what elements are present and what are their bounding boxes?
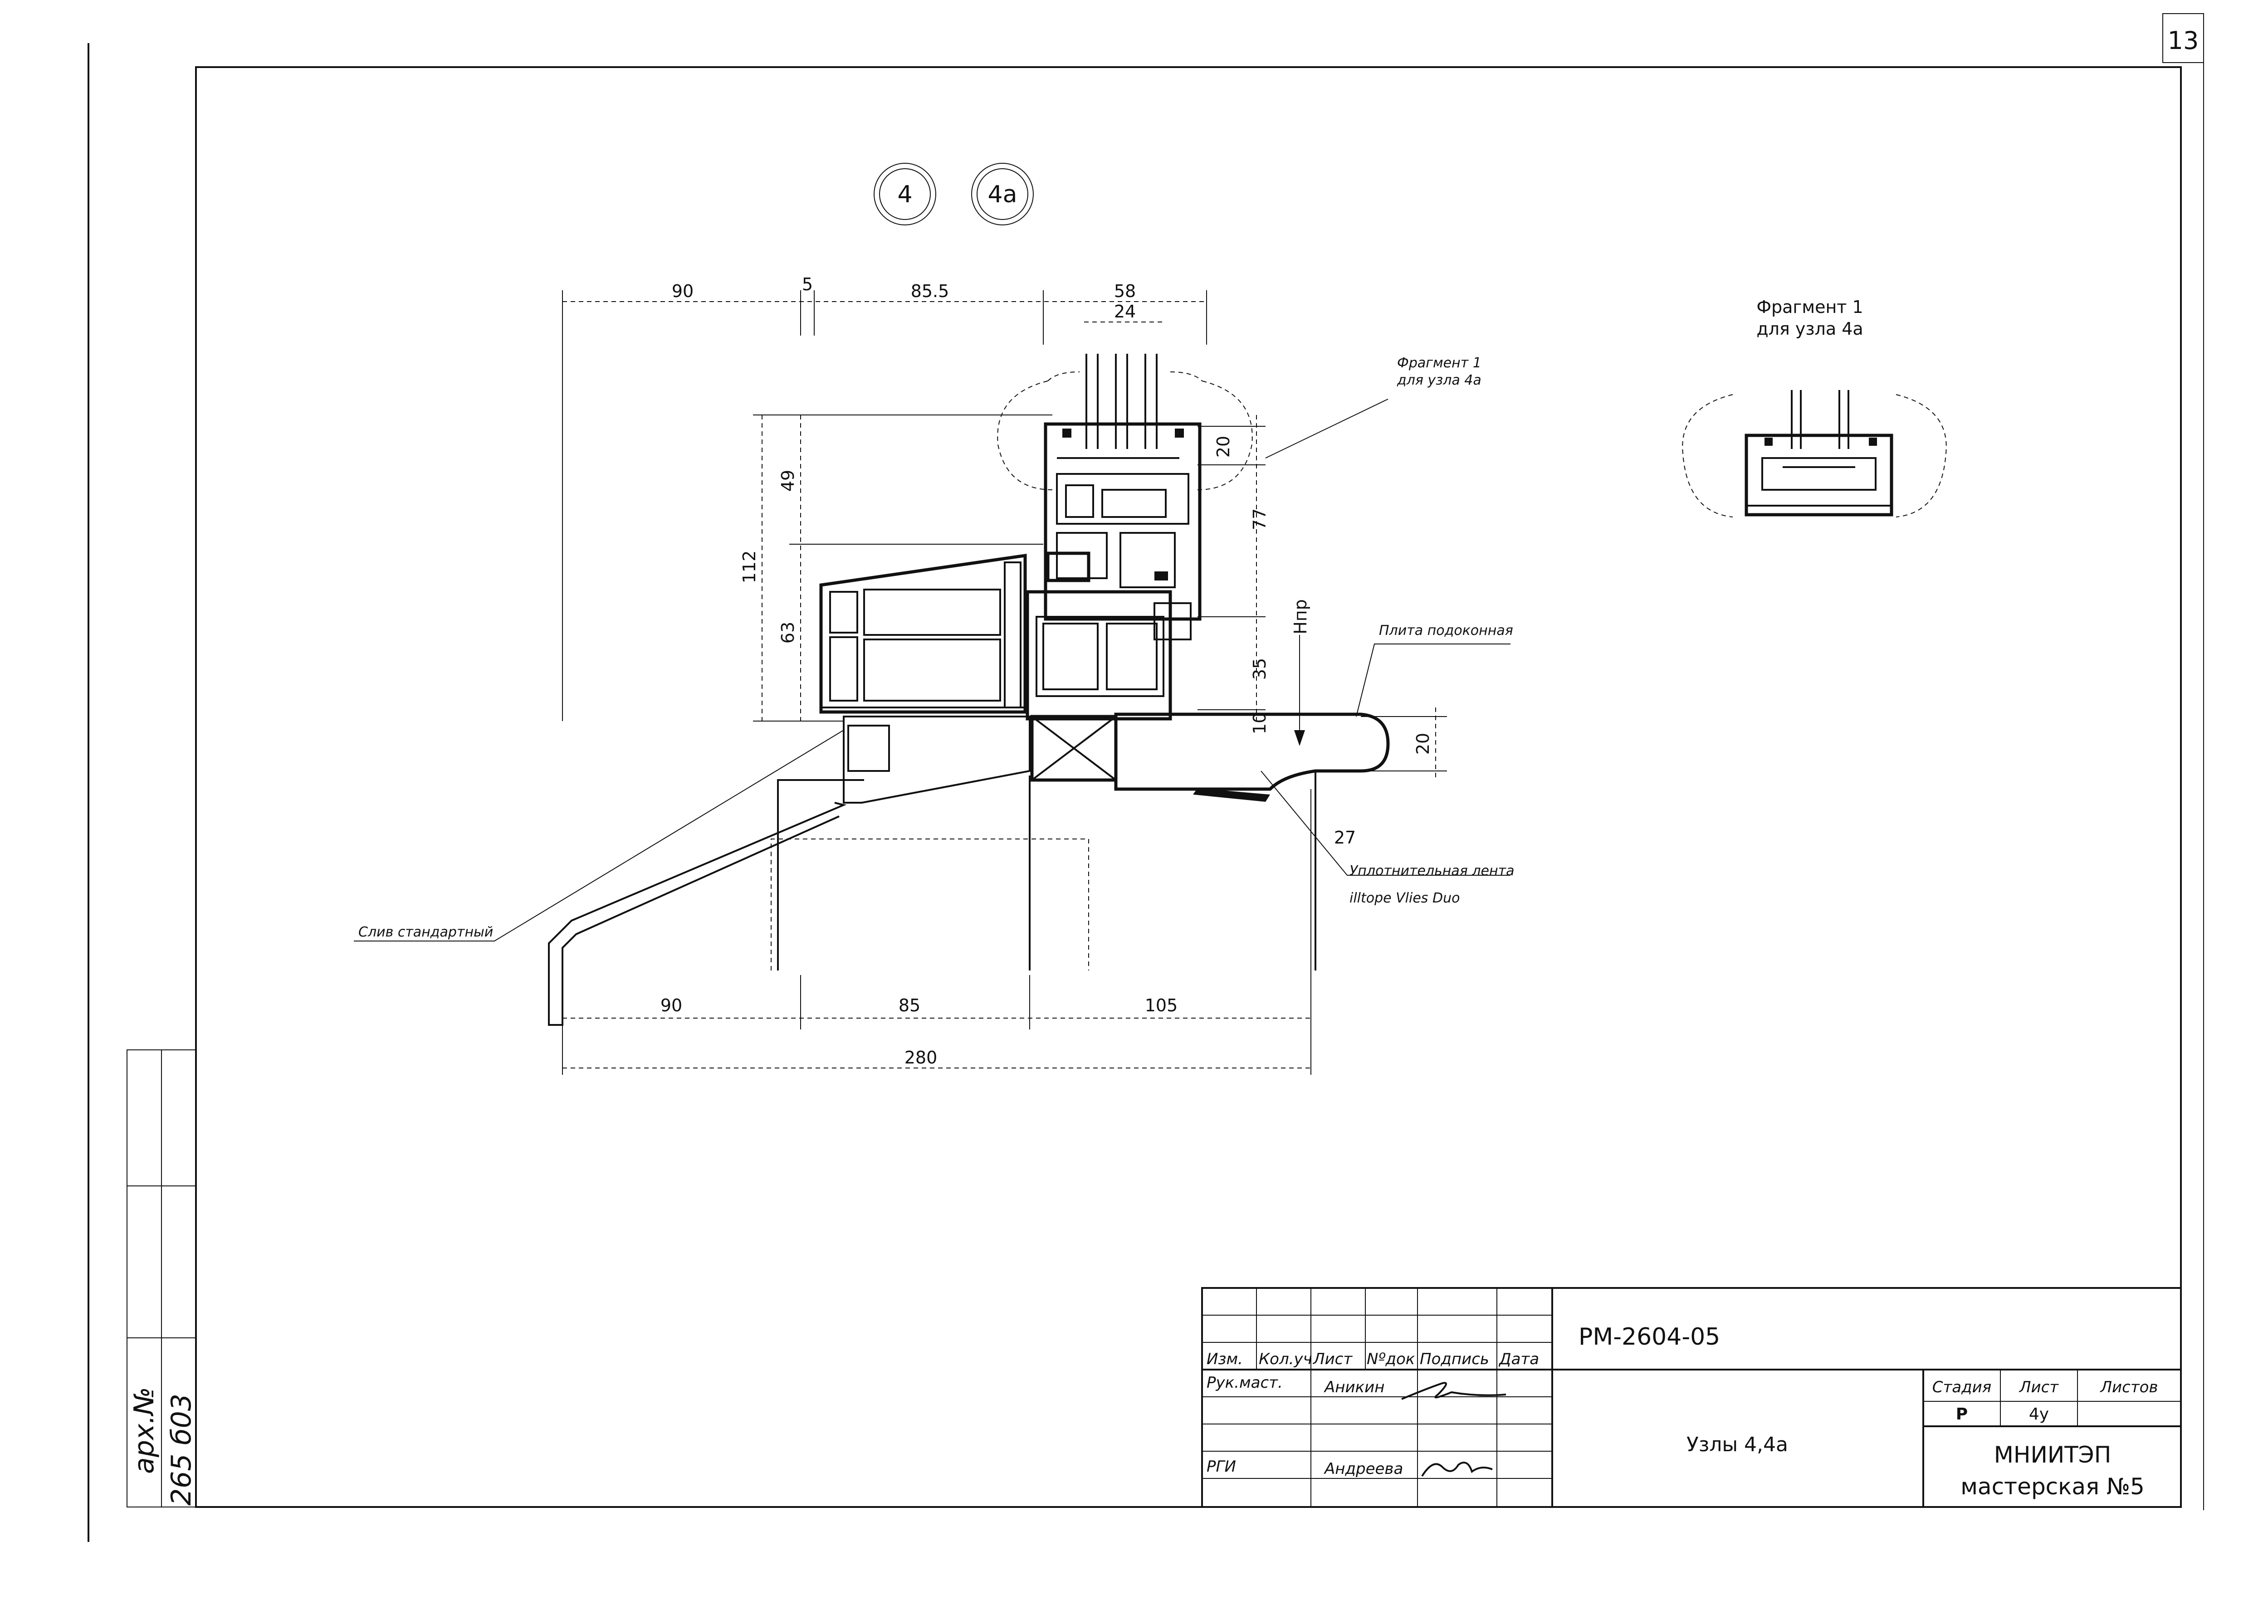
- dim-total-280: 280: [904, 1048, 938, 1068]
- tb-header-koluch: Кол.уч: [1259, 1350, 1312, 1368]
- callout-sealing-tape: Уплотнительная лента: [1349, 863, 1515, 879]
- fragment-detail: [1682, 390, 1947, 517]
- tb-sheet-header: Лист: [2019, 1378, 2059, 1396]
- page-number: 13: [2168, 26, 2199, 55]
- sill-plate: [1114, 707, 1447, 802]
- node-marker-4: 4: [874, 163, 936, 225]
- dim-right-35: 35: [1250, 658, 1270, 680]
- org-name: МНИИТЭП: [1994, 1442, 2112, 1468]
- leader-lines: [354, 399, 1510, 941]
- tb-stage-value: Р: [1956, 1405, 1968, 1424]
- signature-head: [1401, 1382, 1506, 1400]
- tb-header-izm: Изм.: [1207, 1350, 1243, 1368]
- doc-code: РМ-2604-05: [1579, 1323, 1720, 1351]
- extension-profile: [819, 553, 1027, 714]
- callout-drip: Слив стандартный: [358, 924, 493, 940]
- tb-header-data: Дата: [1498, 1350, 1539, 1368]
- tb-header-ndok: Nºдок: [1367, 1350, 1415, 1368]
- title-block: [1201, 1287, 2182, 1508]
- dim-top-58: 58: [1114, 281, 1136, 301]
- dim-left-112: 112: [739, 551, 759, 584]
- tb-name-rgi: Андреева: [1324, 1460, 1403, 1478]
- side-stamp: [127, 1049, 196, 1507]
- stamp-archive-label: арх.№: [128, 1387, 160, 1474]
- wall-opening: [771, 771, 1316, 970]
- dim-bottom-105: 105: [1145, 995, 1178, 1015]
- window-frame-section: [997, 354, 1253, 721]
- dim-left-63: 63: [778, 622, 798, 644]
- node-marker-4-label: 4: [897, 181, 912, 208]
- dim-bottom-85: 85: [899, 995, 920, 1015]
- dim-right-10: 10: [1250, 712, 1270, 734]
- tb-role-head: Рук.маст.: [1207, 1374, 1283, 1392]
- dim-sill-20: 20: [1413, 733, 1433, 755]
- callout-fragment-line2: для узла 4а: [1397, 372, 1481, 388]
- tb-stage-header: Стадия: [1932, 1378, 1991, 1396]
- bottom-dimension-chain: [562, 789, 1311, 1075]
- dim-top-24: 24: [1114, 302, 1136, 322]
- dim-right-77: 77: [1250, 508, 1270, 530]
- left-dimension-chain: [753, 415, 1052, 722]
- tb-sheets-header: Листов: [2099, 1378, 2158, 1396]
- dim-right-20: 20: [1213, 436, 1233, 458]
- dim-left-49: 49: [778, 470, 798, 492]
- stamp-archive-number: 265 б03: [166, 1394, 197, 1506]
- callout-fragment-line1: Фрагмент 1: [1397, 355, 1481, 371]
- dim-top-85-5: 85.5: [911, 281, 949, 301]
- right-dimension-chain: [1198, 415, 1266, 721]
- callout-sill-plate: Плита подоконная: [1379, 623, 1513, 639]
- tb-header-list: Лист: [1312, 1350, 1353, 1368]
- tb-sheet-value: 4у: [2029, 1405, 2049, 1424]
- node-marker-4a-label: 4a: [988, 181, 1017, 208]
- drawing-title: Узлы 4,4а: [1686, 1433, 1788, 1456]
- tb-header-podpis: Подпись: [1420, 1350, 1489, 1368]
- sheet-frame: [88, 13, 2204, 1542]
- dim-bottom-90: 90: [660, 995, 682, 1015]
- signature-rgi: [1421, 1462, 1493, 1477]
- level-mark-label: Нпр: [1290, 599, 1310, 634]
- window-drip: [548, 802, 847, 1026]
- fragment-title-line1: Фрагмент 1: [1756, 297, 1863, 317]
- insulation-foam: [843, 715, 1118, 804]
- tb-name-head: Аникин: [1324, 1378, 1384, 1396]
- callout-sealing-product: illtope Vlies Duo: [1349, 890, 1460, 906]
- org-workshop: мастерская №5: [1960, 1473, 2145, 1500]
- level-mark: [1294, 635, 1305, 746]
- dim-sill-27: 27: [1334, 828, 1356, 848]
- tb-role-rgi: РГИ: [1207, 1458, 1236, 1476]
- dim-top-5: 5: [802, 274, 813, 294]
- node-marker-4a: 4a: [971, 163, 1034, 225]
- top-dimension-chain: [562, 290, 1207, 721]
- fragment-title-line2: для узла 4а: [1756, 319, 1863, 339]
- dim-top-90: 90: [672, 281, 694, 301]
